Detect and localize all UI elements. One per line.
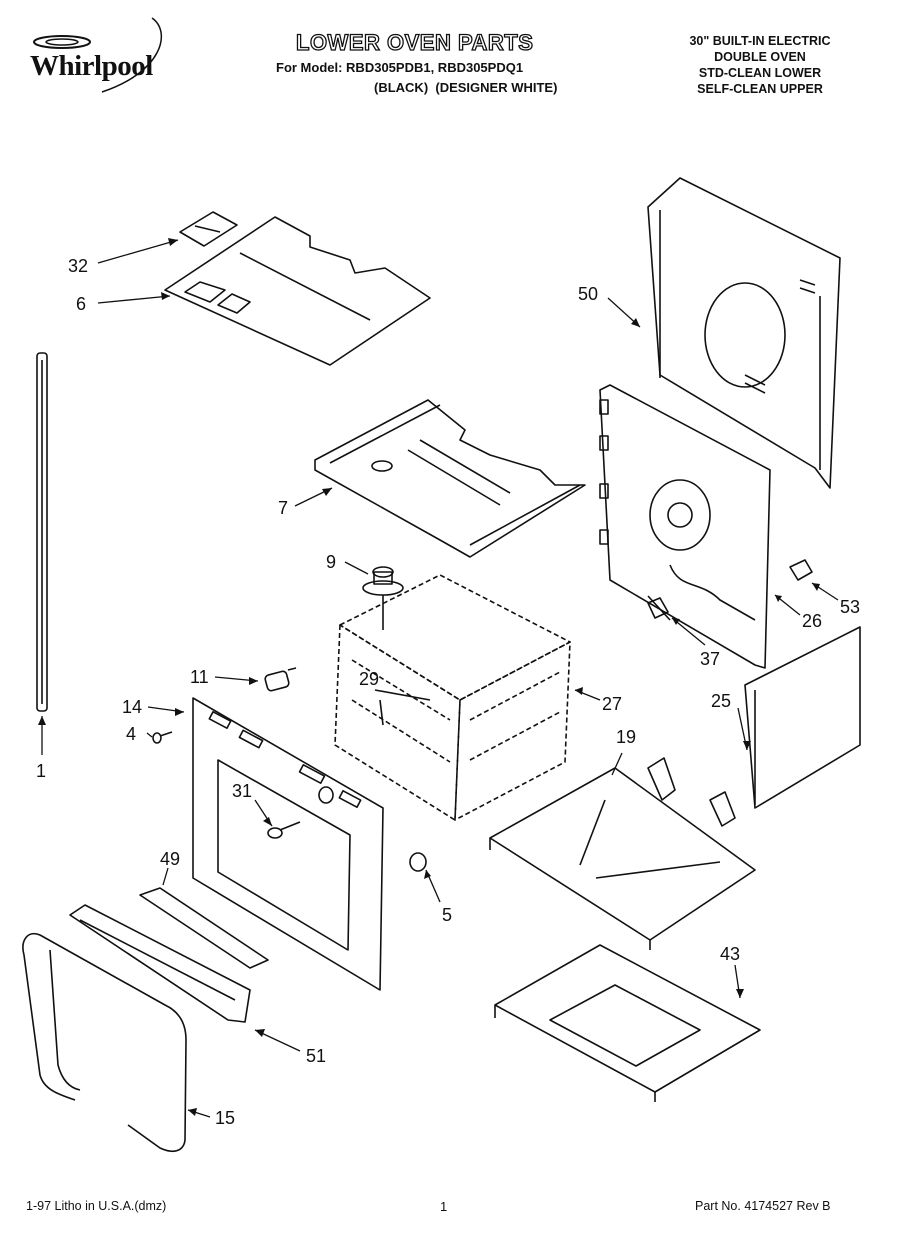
callout-49: 49 [160,849,180,869]
callout-50: 50 [578,284,598,304]
part-43-shape [494,944,761,1102]
callout-32: 32 [68,256,88,276]
part-7-shape [314,399,586,558]
callout-26: 26 [802,611,822,631]
callout-5: 5 [442,905,452,925]
part-32-shape [179,211,238,247]
callout-51: 51 [306,1046,326,1066]
model-variants: (BLACK) (DESIGNER WHITE) [374,80,558,95]
callout-9: 9 [326,552,336,572]
callout-53: 53 [840,597,860,617]
part-1-shape [36,352,48,712]
callout-25: 25 [711,691,731,711]
part-9-shape [362,566,404,630]
part-31-shape [267,786,334,839]
callout-1: 1 [36,761,46,781]
part-11-shape [264,667,297,692]
part-50-shape [647,177,841,489]
page-number: 1 [440,1199,448,1214]
callout-37: 37 [700,649,720,669]
part-27-shape [334,574,571,821]
description-line: SELF-CLEAN UPPER [697,82,823,96]
description-line: STD-CLEAN LOWER [698,66,822,80]
logo-swirl-icon [33,17,163,93]
product-description: 30" BUILT-IN ELECTRIC DOUBLE OVEN STD-CL… [640,33,880,97]
page-title: LOWER OVEN PARTS [295,29,534,55]
part-14-shape [192,697,384,991]
part-53-shape [789,559,813,581]
leader-lines [41,239,839,1118]
part-number: Part No. 4174527 Rev B [695,1199,831,1213]
brand-name: Whirlpool [30,50,153,82]
litho-note: 1-97 Litho in U.S.A.(dmz) [26,1199,167,1213]
part-6-shape [164,216,431,366]
part-37-shape [647,595,671,621]
callout-31: 31 [232,781,252,801]
callout-7: 7 [278,498,288,518]
whirlpool-logo: Whirlpool [30,17,163,93]
part-29-shape [374,689,431,726]
callout-27: 27 [602,694,622,714]
model-line: For Model: RBD305PDB1, RBD305PDQ1 [276,60,524,75]
part-19-shape [489,757,756,950]
part-49-shape [139,887,269,969]
callout-29: 29 [359,669,379,689]
callout-43: 43 [720,944,740,964]
callout-labels: 32 6 50 7 9 53 26 37 11 29 27 14 25 4 19… [36,256,860,1128]
part-25-shape [744,626,861,809]
part-15-shape [22,933,187,1152]
callout-11: 11 [190,667,209,687]
callout-15: 15 [215,1108,235,1128]
part-5-shape [409,852,427,872]
part-51-shape [69,904,251,1023]
callout-14: 14 [122,697,142,717]
callout-19: 19 [616,727,636,747]
callout-4: 4 [126,724,136,744]
leader-arrowheads [38,238,820,1116]
callout-6: 6 [76,294,86,314]
description-line: DOUBLE OVEN [714,50,806,64]
description-line: 30" BUILT-IN ELECTRIC [689,34,831,48]
part-4-shape [152,731,173,744]
part-26-shape [599,384,771,669]
